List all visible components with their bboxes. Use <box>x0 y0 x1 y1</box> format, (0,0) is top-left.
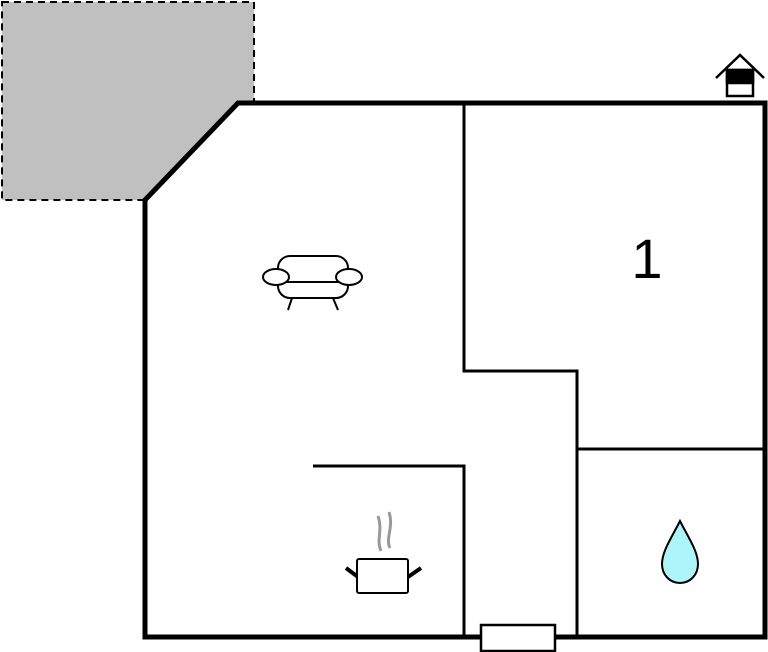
outer-wall <box>142 100 768 640</box>
house-entrance-icon <box>715 53 765 98</box>
sofa-icon <box>262 255 363 311</box>
room-label-1: 1 <box>631 227 662 290</box>
entrance-door <box>479 623 557 652</box>
wall-kitchen <box>313 464 466 637</box>
cooking-pot-icon <box>344 511 423 594</box>
water-drop-icon <box>660 518 700 585</box>
wall-bedroom <box>462 103 579 637</box>
interior-walls <box>313 103 765 637</box>
